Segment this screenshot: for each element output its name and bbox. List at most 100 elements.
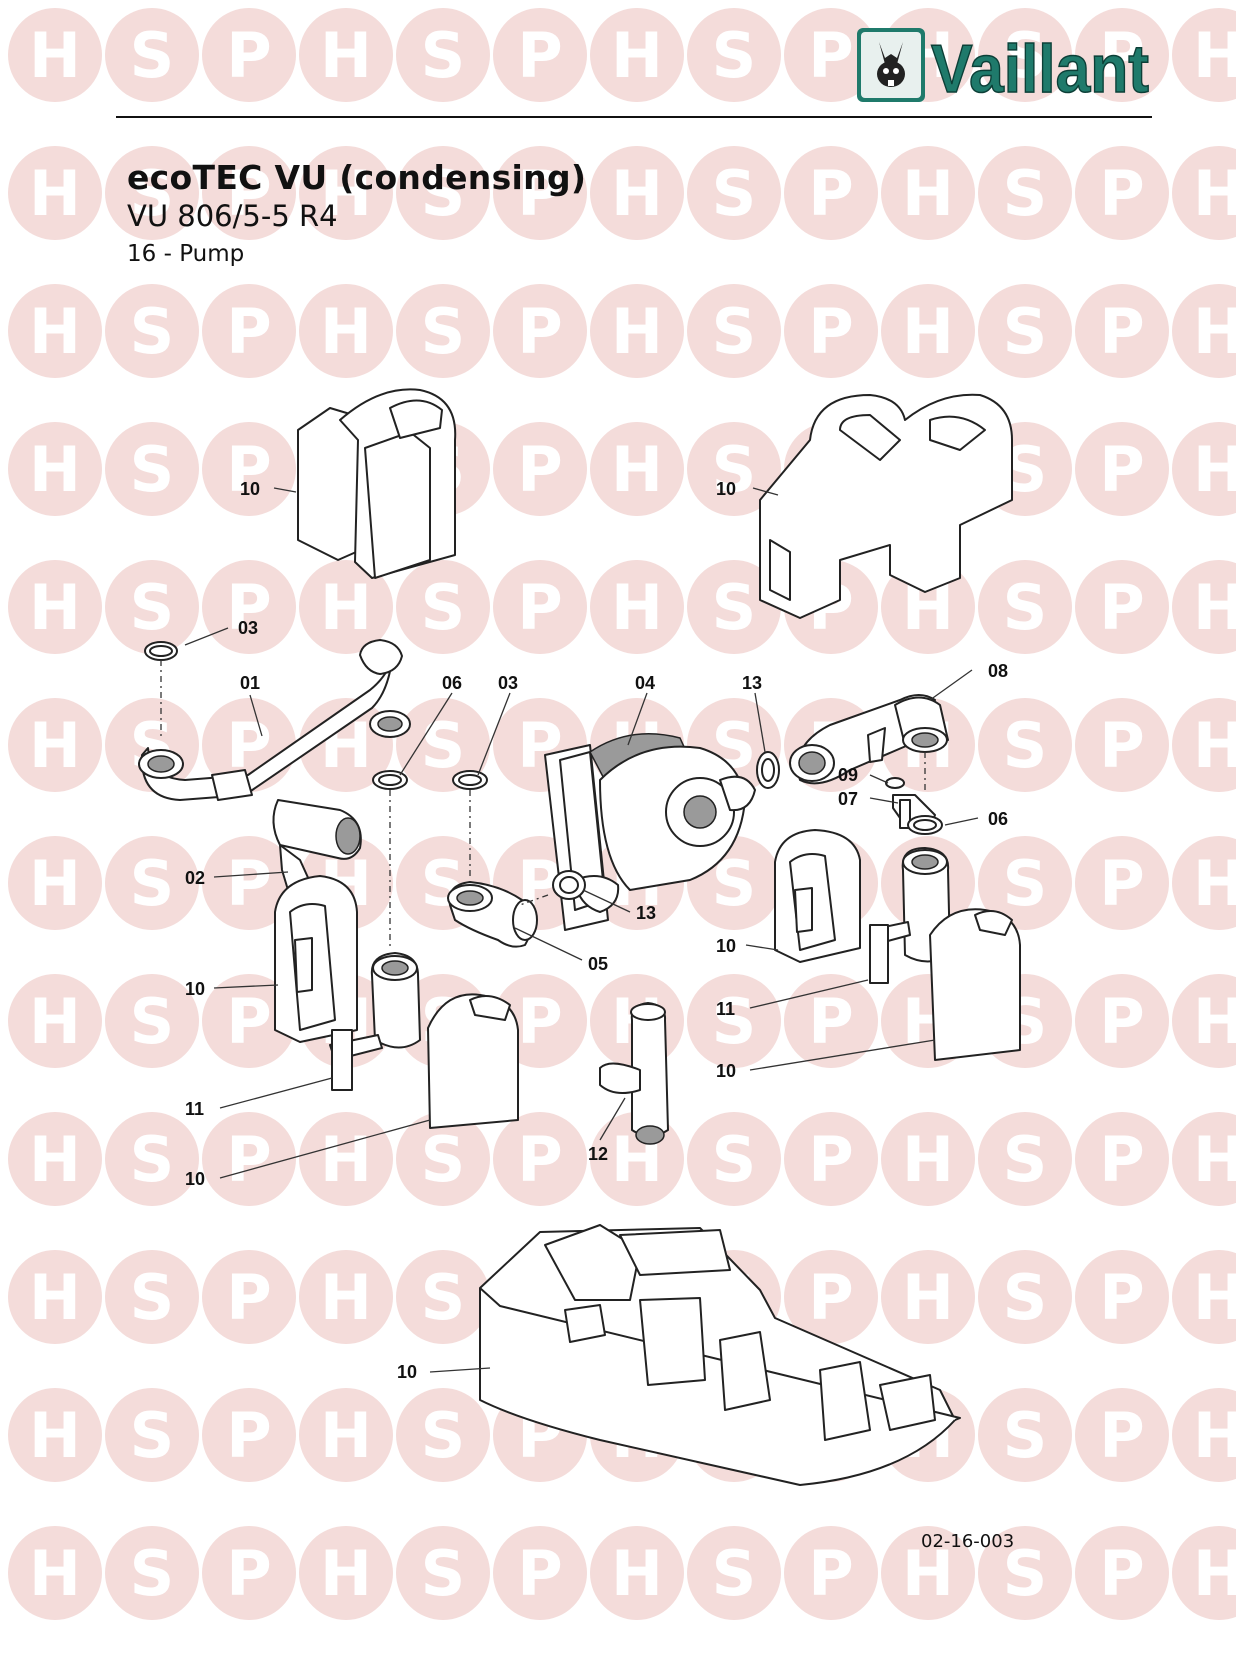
- watermark-circle: [8, 1526, 102, 1620]
- watermark-circle: [978, 146, 1072, 240]
- watermark-circle: [202, 1526, 296, 1620]
- callout-10-bottom-tray: 10: [397, 1362, 417, 1382]
- watermark-letter: S: [130, 571, 175, 644]
- watermark-circle: [1075, 8, 1169, 102]
- watermark-letter: H: [320, 19, 372, 92]
- watermark-circle: [1172, 560, 1236, 654]
- watermark-letter: H: [29, 157, 81, 230]
- callout-10-top-right: 10: [716, 479, 736, 499]
- watermark-circle: [978, 284, 1072, 378]
- watermark-letter: S: [1003, 1537, 1048, 1610]
- watermark-letter: P: [808, 1123, 853, 1196]
- watermark-letter: S: [421, 19, 466, 92]
- watermark-circle: [493, 1112, 587, 1206]
- watermark-circle: [1075, 1250, 1169, 1344]
- watermark-letter: S: [1003, 19, 1048, 92]
- watermark-circle: [299, 560, 393, 654]
- watermark-circle: [8, 1388, 102, 1482]
- watermark-letter: P: [226, 1123, 271, 1196]
- watermark-circle: [784, 1250, 878, 1344]
- watermark-letter: P: [808, 295, 853, 368]
- watermark-circle: [105, 284, 199, 378]
- watermark-letter: S: [1003, 1123, 1048, 1196]
- watermark-circle: [590, 422, 684, 516]
- watermark-circle: [1172, 284, 1236, 378]
- watermark-circle: [978, 8, 1072, 102]
- watermark-letter: P: [517, 295, 562, 368]
- watermark-circle: [881, 560, 975, 654]
- watermark-letter: S: [712, 571, 757, 644]
- watermark-circle: [493, 8, 587, 102]
- watermark-circle: [1172, 146, 1236, 240]
- watermark-circle: [202, 1112, 296, 1206]
- watermark-letter: S: [130, 433, 175, 506]
- watermark-letter: H: [611, 571, 663, 644]
- watermark-circle: [978, 1388, 1072, 1482]
- watermark-circle: [8, 1112, 102, 1206]
- callout-03-center: 03: [498, 673, 518, 693]
- watermark-circle: [105, 1112, 199, 1206]
- watermark-letter: P: [226, 19, 271, 92]
- watermark-circle: [1172, 8, 1236, 102]
- watermark-letter: S: [1003, 1261, 1048, 1334]
- watermark-circle: [202, 146, 296, 240]
- watermark-letter: S: [1003, 847, 1048, 920]
- watermark-letter: H: [29, 295, 81, 368]
- watermark-circle: [881, 1112, 975, 1206]
- watermark-circle: [396, 146, 490, 240]
- drawing-number: 02-16-003: [921, 1531, 1015, 1552]
- watermark-letter: H: [29, 433, 81, 506]
- watermark-circle: [299, 146, 393, 240]
- watermark-letter: S: [1003, 295, 1048, 368]
- watermark-letter: P: [808, 1537, 853, 1610]
- watermark-letter: H: [902, 1123, 954, 1196]
- isolation-valve-11-left: [329, 952, 421, 1091]
- watermark-circle: [396, 1388, 490, 1482]
- watermark-circle: [105, 1388, 199, 1482]
- watermark-circle: [1075, 146, 1169, 240]
- watermark-circle: [590, 560, 684, 654]
- watermark-letter: H: [611, 19, 663, 92]
- header-rule: [116, 116, 1152, 118]
- vaillant-logo: Vaillant: [857, 28, 1150, 106]
- watermark-letter: H: [320, 1537, 372, 1610]
- watermark-letter: P: [1099, 847, 1144, 920]
- callout-10-middle-left: 10: [185, 979, 205, 999]
- watermark-letter: S: [130, 1261, 175, 1334]
- watermark-letter: S: [712, 19, 757, 92]
- watermark-letter: H: [29, 985, 81, 1058]
- watermark-circle: [396, 1526, 490, 1620]
- watermark-circle: [299, 1526, 393, 1620]
- watermark-circle: [1075, 560, 1169, 654]
- watermark-letter: P: [517, 433, 562, 506]
- watermark-circle: [105, 560, 199, 654]
- watermark-letter: P: [1099, 19, 1144, 92]
- watermark-circle: [202, 8, 296, 102]
- watermark-circle: [1172, 1388, 1236, 1482]
- watermark-letter: P: [226, 571, 271, 644]
- watermark-letter: S: [130, 1537, 175, 1610]
- watermark-letter: P: [226, 1537, 271, 1610]
- watermark-circle: [202, 1388, 296, 1482]
- watermark-letter: S: [421, 1261, 466, 1334]
- watermark-circle: [687, 422, 781, 516]
- watermark-letter: H: [1193, 985, 1236, 1058]
- watermark-letter: P: [517, 985, 562, 1058]
- watermark-circle: [1172, 836, 1236, 930]
- watermark-letter: S: [130, 19, 175, 92]
- watermark-letter: P: [517, 571, 562, 644]
- watermark-letter: P: [1099, 571, 1144, 644]
- watermark-letter: H: [29, 19, 81, 92]
- section-title: 16 - Pump: [127, 241, 245, 267]
- watermark-letter: S: [712, 985, 757, 1058]
- watermark-letter: P: [1099, 1399, 1144, 1472]
- callout-13-right: 13: [742, 673, 762, 693]
- watermark-circle: [105, 146, 199, 240]
- watermark-circle: [1172, 1112, 1236, 1206]
- callout-05: 05: [588, 954, 608, 974]
- watermark-circle: [396, 1250, 490, 1344]
- watermark-circle: [493, 422, 587, 516]
- watermark-letter: P: [1099, 709, 1144, 782]
- watermark-circle: [396, 1112, 490, 1206]
